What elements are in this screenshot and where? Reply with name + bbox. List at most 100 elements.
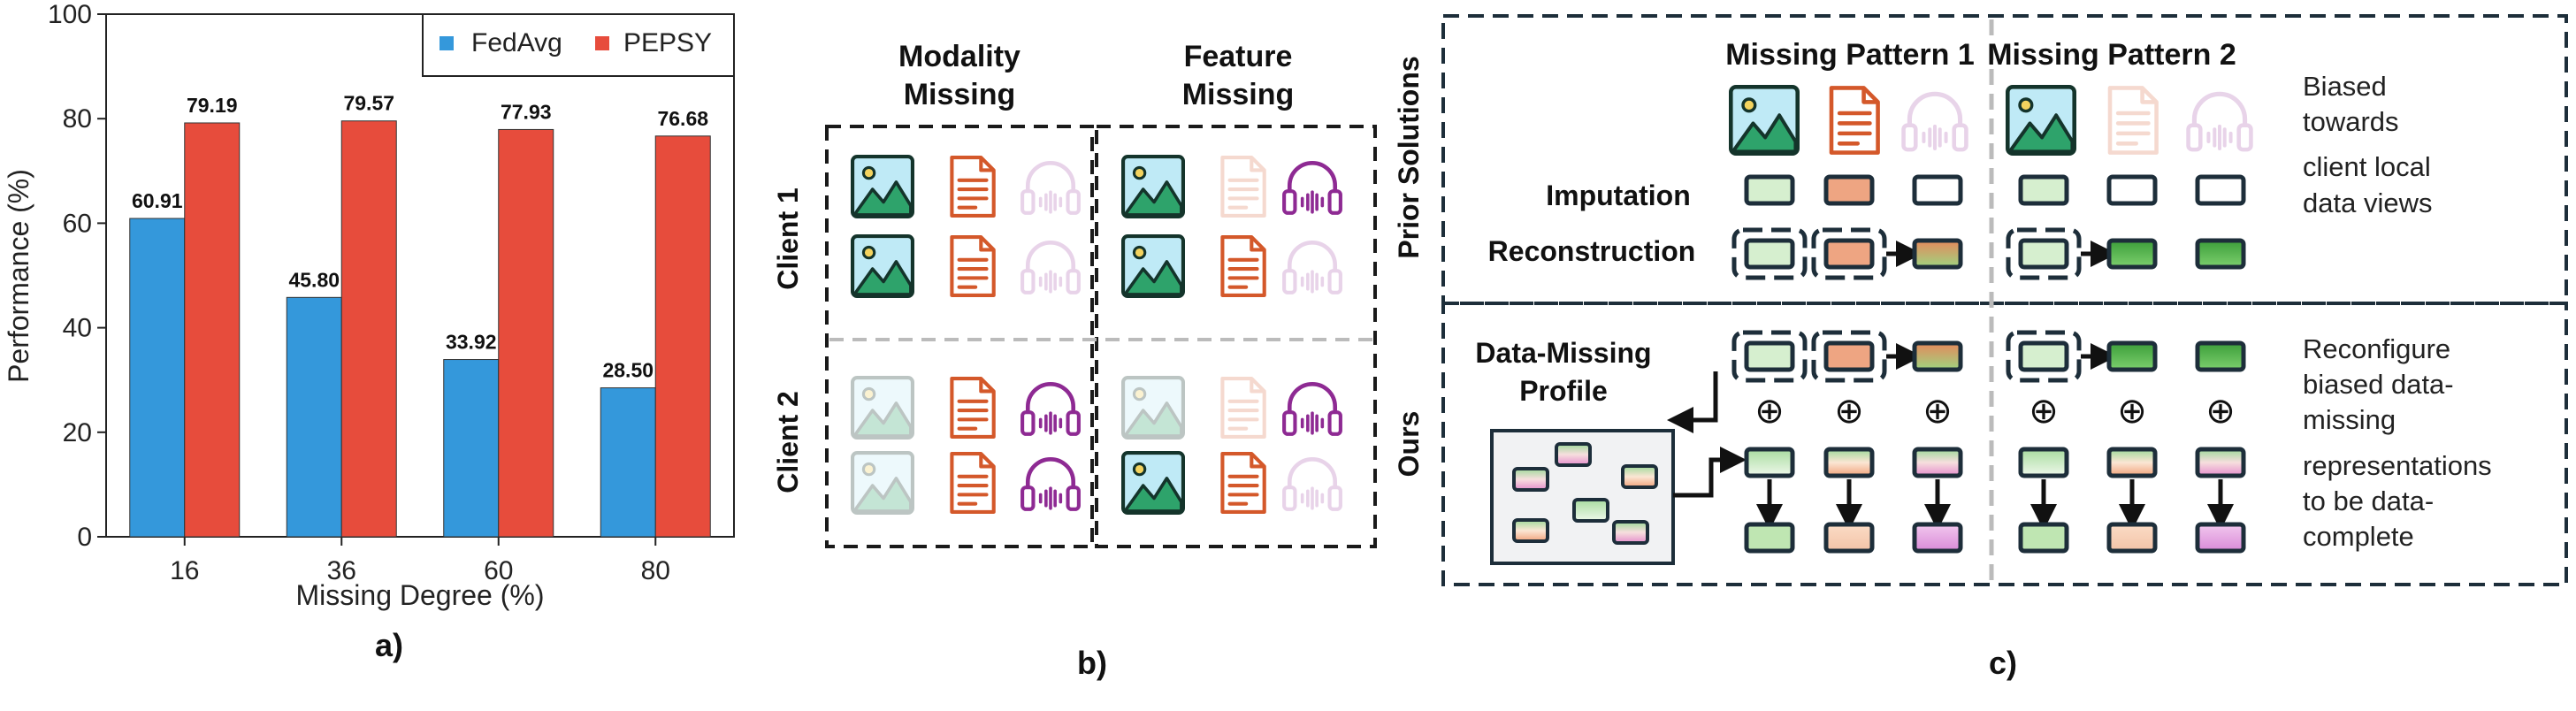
imputed-image-block	[2018, 174, 2069, 206]
legend-swatch-fedavg	[440, 36, 454, 50]
doc-fold	[1250, 378, 1265, 394]
prior-note: Biased towards client local data views	[2303, 71, 2432, 218]
document-icon	[950, 377, 996, 439]
y-axis-label: Performance (%)	[3, 169, 34, 383]
image-sun	[861, 245, 876, 260]
audio-cup-right	[1066, 269, 1081, 294]
doc-fold	[1250, 157, 1265, 172]
audio-cup-left	[1020, 485, 1036, 511]
audio-cup-right	[1327, 189, 1342, 215]
audio-band	[1907, 91, 1963, 130]
ours-note-line3: missing	[2303, 404, 2396, 435]
image-mountain	[2007, 113, 2075, 154]
plus-icon: ⊕	[1922, 392, 1953, 431]
y-tick-label: 60	[63, 209, 92, 238]
x-tick-label: 80	[641, 556, 670, 585]
image-mountain	[852, 180, 913, 217]
image-sun	[861, 462, 876, 477]
prior-solutions-box	[1441, 14, 2568, 305]
doc-page	[1220, 156, 1266, 218]
bar-fedavg-60	[443, 359, 500, 538]
bar-fedavg-36	[286, 296, 342, 538]
headphones-icon	[1020, 381, 1081, 436]
image-sun	[1132, 386, 1147, 401]
panel-b: Modality Missing Feature Missing Client …	[772, 40, 1377, 681]
document-icon	[1829, 86, 1880, 155]
image-icon	[1729, 85, 1800, 157]
data-complete-block	[1823, 522, 1875, 554]
ours-note-line4: representations	[2303, 450, 2492, 481]
image-icon	[851, 451, 915, 516]
ours-image-block	[1744, 340, 1795, 372]
image-frame	[851, 451, 915, 516]
image-icon	[1121, 155, 1186, 219]
audio-band	[1025, 240, 1076, 275]
image-mountain	[1123, 180, 1183, 217]
audio-cup-right	[1327, 410, 1342, 436]
data-missing-profile-line2: Profile	[1519, 375, 1608, 407]
panel-label-a: a)	[375, 627, 403, 663]
doc-fold	[979, 454, 994, 469]
ours-note-line6: complete	[2303, 521, 2414, 552]
recon-text-block	[1823, 238, 1875, 270]
reconstruction-label: Reconstruction	[1488, 235, 1696, 267]
imputed-audio-block	[1912, 174, 1963, 206]
headphones-icon	[1282, 456, 1342, 511]
document-icon	[950, 156, 996, 218]
imputed-audio-block	[2195, 174, 2246, 206]
data-label-pepsy-80: 76.68	[657, 107, 708, 130]
image-mountain	[1123, 401, 1183, 438]
image-icon	[1121, 451, 1186, 516]
headphones-icon	[1282, 381, 1342, 436]
doc-page	[1220, 377, 1266, 439]
audio-cup-right	[2236, 123, 2253, 152]
panel-label-b: b)	[1077, 645, 1107, 681]
audio-cup-right	[1066, 410, 1081, 436]
profile-connector-in	[1667, 371, 1718, 433]
profile-aware-block	[2018, 447, 2069, 478]
data-complete-block	[1744, 522, 1795, 554]
ours-box	[1441, 302, 2568, 586]
audio-band	[1287, 381, 1338, 417]
audio-band	[2191, 91, 2248, 130]
profile-aware-block	[1912, 447, 1963, 478]
ours-note: Reconfigure biased data- missing represe…	[2303, 333, 2492, 552]
ours-image-block	[2018, 340, 2069, 372]
image-sun	[1132, 165, 1147, 180]
profile-connector-out	[1673, 447, 1747, 498]
ours-audio-block	[1912, 340, 1963, 372]
legend: FedAvg PEPSY	[422, 13, 735, 77]
image-sun	[1132, 462, 1147, 477]
prior-note-line2: towards	[2303, 106, 2399, 137]
y-tick-label: 20	[63, 418, 92, 447]
document-icon	[2107, 86, 2159, 155]
audio-cup-left	[1282, 485, 1297, 511]
audio-cup-left	[1020, 269, 1036, 294]
data-complete-block	[2106, 522, 2158, 554]
headphones-icon	[1282, 240, 1342, 294]
profile-aware-block	[1823, 447, 1875, 478]
image-frame	[851, 376, 915, 440]
document-icon	[1220, 156, 1266, 218]
header-modality-line2: Missing	[904, 78, 1016, 111]
audio-band	[1025, 456, 1076, 492]
plus-icon: ⊕	[2029, 392, 2059, 431]
ours-note-line5: to be data-	[2303, 485, 2434, 516]
modality-missing-box	[825, 125, 1094, 548]
image-sun	[861, 165, 876, 180]
data-label-fedavg-36: 45.80	[288, 268, 340, 291]
profile-aware-block	[1744, 447, 1795, 478]
doc-page	[2107, 86, 2159, 155]
imputed-text-block	[2106, 174, 2158, 206]
plot-area	[105, 13, 735, 538]
plus-icon: ⊕	[1754, 392, 1785, 431]
plus-icon: ⊕	[2117, 392, 2147, 431]
profile-chip	[1612, 520, 1649, 545]
audio-cup-right	[1327, 485, 1342, 511]
document-icon	[950, 452, 996, 514]
headphones-icon	[1901, 91, 1968, 152]
audio-cup-right	[1066, 485, 1081, 511]
image-icon	[851, 234, 915, 299]
data-label-pepsy-16: 79.19	[187, 94, 238, 117]
panel-label-c: c)	[1989, 645, 2017, 681]
